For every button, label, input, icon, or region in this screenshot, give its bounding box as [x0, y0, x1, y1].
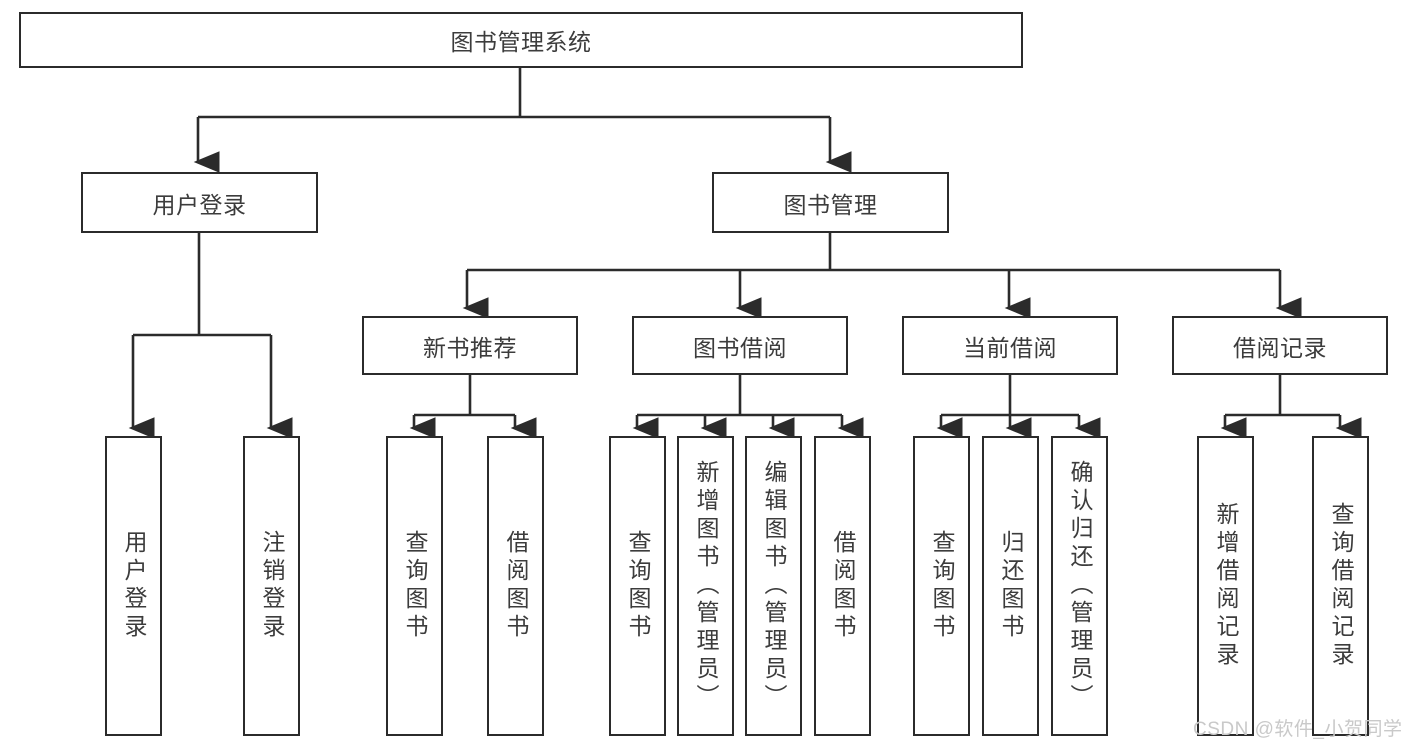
node-new-book-recommend[interactable]: 新书推荐 [362, 316, 578, 375]
node-book-management-label: 图书管理 [783, 191, 878, 218]
node-root-label: 图书管理系统 [450, 29, 592, 55]
leaf-record-add-label: 新增借阅记录 [1213, 502, 1239, 670]
leaf-new-book-query[interactable]: 查询图书 [386, 436, 443, 736]
node-root[interactable]: 图书管理系统 [19, 12, 1023, 68]
leaf-user-login-signin-label: 用户登录 [121, 530, 147, 642]
node-current-borrow[interactable]: 当前借阅 [902, 316, 1118, 375]
leaf-new-book-borrow-label: 借阅图书 [503, 530, 529, 642]
leaf-current-query-book-label: 查询图书 [929, 530, 955, 642]
node-user-login[interactable]: 用户登录 [81, 172, 318, 233]
leaf-current-confirm-return-label: 确认归还（管理员） [1067, 460, 1093, 712]
leaf-borrow-borrow-book[interactable]: 借阅图书 [814, 436, 871, 736]
node-book-management[interactable]: 图书管理 [712, 172, 949, 233]
leaf-record-query[interactable]: 查询借阅记录 [1312, 436, 1369, 736]
leaf-new-book-query-label: 查询图书 [402, 530, 428, 642]
leaf-borrow-query-book-label: 查询图书 [625, 530, 651, 642]
leaf-record-query-label: 查询借阅记录 [1328, 502, 1354, 670]
leaf-current-return-book[interactable]: 归还图书 [982, 436, 1039, 736]
leaf-user-login-signout-label: 注销登录 [259, 530, 285, 642]
leaf-current-confirm-return[interactable]: 确认归还（管理员） [1051, 436, 1108, 736]
leaf-borrow-edit-book[interactable]: 编辑图书（管理员） [745, 436, 802, 736]
watermark-text: CSDN @软件_小贺同学 [1193, 719, 1403, 740]
node-borrow-record[interactable]: 借阅记录 [1172, 316, 1388, 375]
leaf-new-book-borrow[interactable]: 借阅图书 [487, 436, 544, 736]
leaf-record-add[interactable]: 新增借阅记录 [1197, 436, 1254, 736]
leaf-user-login-signin[interactable]: 用户登录 [105, 436, 162, 736]
leaf-borrow-query-book[interactable]: 查询图书 [609, 436, 666, 736]
node-current-borrow-label: 当前借阅 [963, 334, 1057, 361]
node-user-login-label: 用户登录 [152, 191, 247, 218]
leaf-borrow-edit-book-label: 编辑图书（管理员） [761, 460, 787, 712]
node-borrow-record-label: 借阅记录 [1233, 334, 1327, 361]
leaf-current-query-book[interactable]: 查询图书 [913, 436, 970, 736]
node-book-borrow-label: 图书借阅 [693, 334, 787, 361]
node-new-book-recommend-label: 新书推荐 [423, 334, 517, 361]
leaf-current-return-book-label: 归还图书 [998, 530, 1024, 642]
leaf-borrow-add-book[interactable]: 新增图书（管理员） [677, 436, 734, 736]
leaf-borrow-borrow-book-label: 借阅图书 [830, 530, 856, 642]
leaf-borrow-add-book-label: 新增图书（管理员） [693, 460, 719, 712]
node-book-borrow[interactable]: 图书借阅 [632, 316, 848, 375]
leaf-user-login-signout[interactable]: 注销登录 [243, 436, 300, 736]
